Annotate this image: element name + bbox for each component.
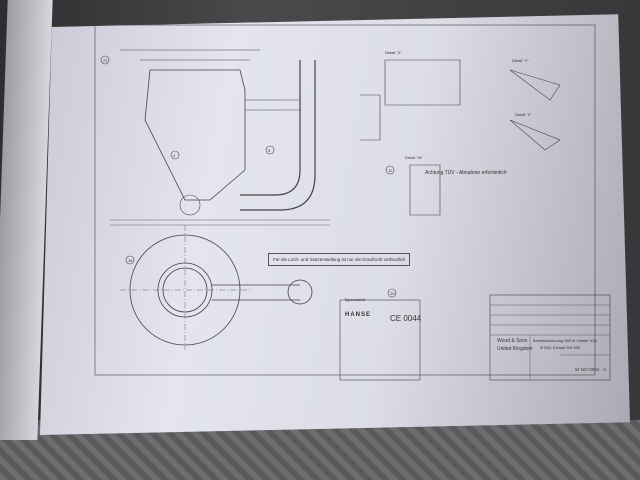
detail-label: Detail "Y"	[512, 58, 529, 63]
nameplate-label: Typenschild	[344, 297, 366, 302]
callout-number: 4	[173, 153, 176, 158]
detail-label: Detail "W"	[405, 155, 423, 160]
tank-outline	[144, 69, 246, 201]
callout-number: 5	[268, 148, 271, 153]
callout-number: 11	[388, 168, 393, 173]
title-block	[489, 294, 611, 381]
drawing-title: Bestellzeichnung 300 ltr Gebler V2A	[533, 338, 598, 343]
revision: A	[603, 367, 607, 372]
detail-label: Detail "Z"	[515, 112, 532, 117]
outlet-pipe	[240, 60, 316, 211]
customer-name: Wood & Sons	[497, 338, 528, 344]
drawing-sheet	[40, 14, 630, 435]
drawing-subtitle: Ø 500, Einlauf DN 500	[540, 345, 581, 350]
tuv-warning-title: Achtung TÜV - Abnahme erforderlich	[425, 170, 507, 176]
callout-number: 25	[390, 291, 395, 296]
callout-number: 21	[103, 58, 108, 63]
drawing-frame	[94, 24, 596, 376]
ce-mark: CE 0044	[390, 314, 422, 323]
detail-w	[409, 164, 441, 216]
drawing-number: W 167.0004	[575, 367, 600, 372]
detail-x	[384, 59, 461, 106]
hanse-logo: HANSE	[345, 312, 372, 318]
detail-label: Detail "X"	[385, 50, 402, 55]
nameplate	[339, 299, 421, 381]
customer-country: United Kingdom	[497, 346, 533, 352]
hole-position-note: Für die Loch- und Stutzenstellung ist nu…	[268, 253, 411, 266]
callout-number: 16	[128, 258, 133, 263]
tank-top-view	[129, 234, 241, 346]
